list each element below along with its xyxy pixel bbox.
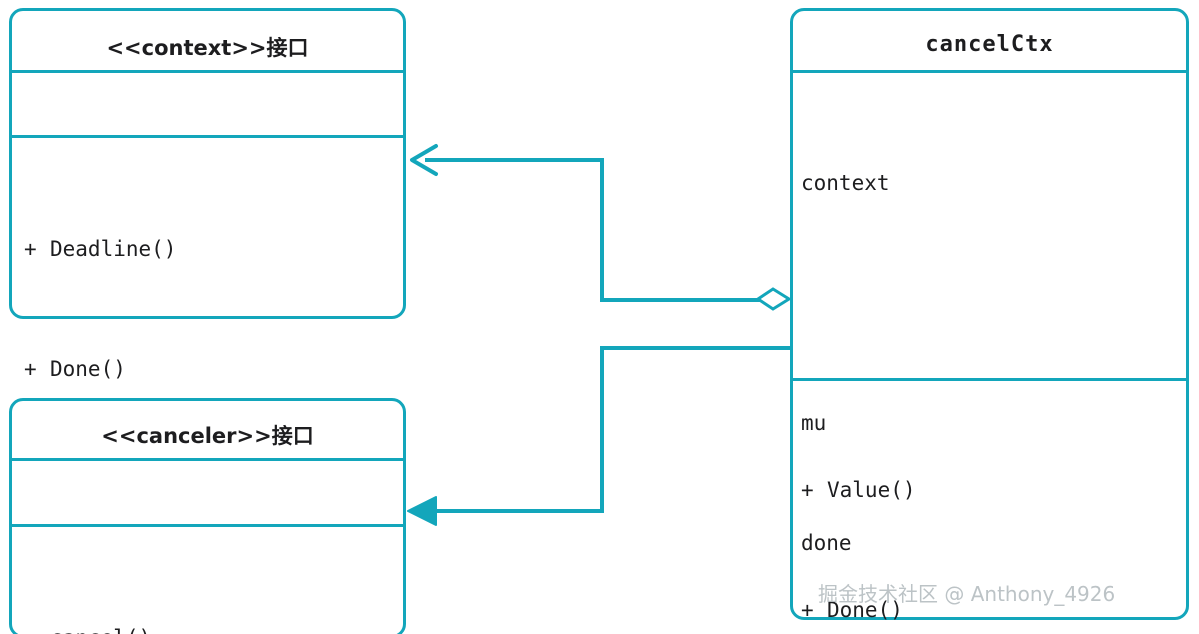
class-divider-attributes-context (11, 70, 406, 73)
member-label: done (801, 531, 852, 555)
visibility-marker: + (801, 478, 814, 502)
member-label: mu (801, 411, 827, 435)
class-title-context-interface: <<context>>接口 (106, 36, 309, 60)
class-divider-methods-cancelctx (792, 378, 1189, 381)
class-box-cancelctx[interactable]: cancelCtx context mu done children err c… (790, 8, 1189, 622)
connector-canceler-segment-horizontal-left (425, 509, 604, 513)
class-divider-methods-context (11, 135, 406, 138)
class-divider-attributes-canceler (11, 458, 406, 461)
class-methods-cancelctx: +Value() +Done() +Err() +cancel() (801, 390, 928, 634)
connector-aggregation-segment-horizontal-left (425, 158, 604, 162)
class-attributes-cancelctx: context mu done children err cause (801, 83, 902, 634)
connector-canceler-segment-horizontal-right (600, 346, 792, 350)
class-title-canceler-interface: <<canceler>>接口 (101, 424, 314, 448)
class-member-row: mu (801, 403, 902, 443)
visibility-marker: + (801, 598, 814, 622)
class-member-row: + Deadline() (24, 229, 176, 269)
class-divider-methods-canceler (11, 524, 406, 527)
class-member-row-spacer (801, 283, 902, 323)
visibility-marker: + (24, 357, 37, 381)
class-member-row: + Done() (801, 590, 928, 630)
class-title-cancelctx: cancelCtx (925, 32, 1054, 57)
class-member-row: context (801, 163, 902, 203)
class-divider-attributes-cancelctx (792, 70, 1189, 73)
class-box-context-interface[interactable]: <<context>>接口 +Deadline() +Done() +Err()… (9, 8, 406, 621)
open-diamond-marker (755, 287, 792, 311)
class-member-row: done (801, 523, 902, 563)
connector-canceler-segment-vertical (600, 346, 604, 513)
filled-arrow-marker-canceler (407, 496, 437, 526)
member-label: cancel() (50, 626, 151, 634)
class-member-row: -cancel() (24, 618, 151, 634)
connector-aggregation-segment-vertical (600, 158, 604, 302)
class-methods-canceler-interface: -cancel() -Done() (24, 538, 151, 634)
visibility-marker: + (24, 237, 37, 261)
member-label: Done() (50, 357, 126, 381)
class-member-row: + Value() (801, 470, 928, 510)
connector-aggregation-segment-horizontal-right (604, 298, 769, 302)
member-label: context (801, 171, 890, 195)
watermark-text: 掘金技术社区 @ Anthony_4926 (818, 582, 1116, 606)
class-member-row: + Done() (24, 349, 176, 389)
member-label: Done() (827, 598, 903, 622)
open-arrow-marker-context (410, 144, 438, 176)
member-label: Deadline() (50, 237, 177, 261)
visibility-marker: - (24, 618, 50, 634)
member-label: Value() (827, 478, 916, 502)
class-box-canceler-interface[interactable]: <<canceler>>接口 -cancel() -Done() (9, 398, 406, 634)
